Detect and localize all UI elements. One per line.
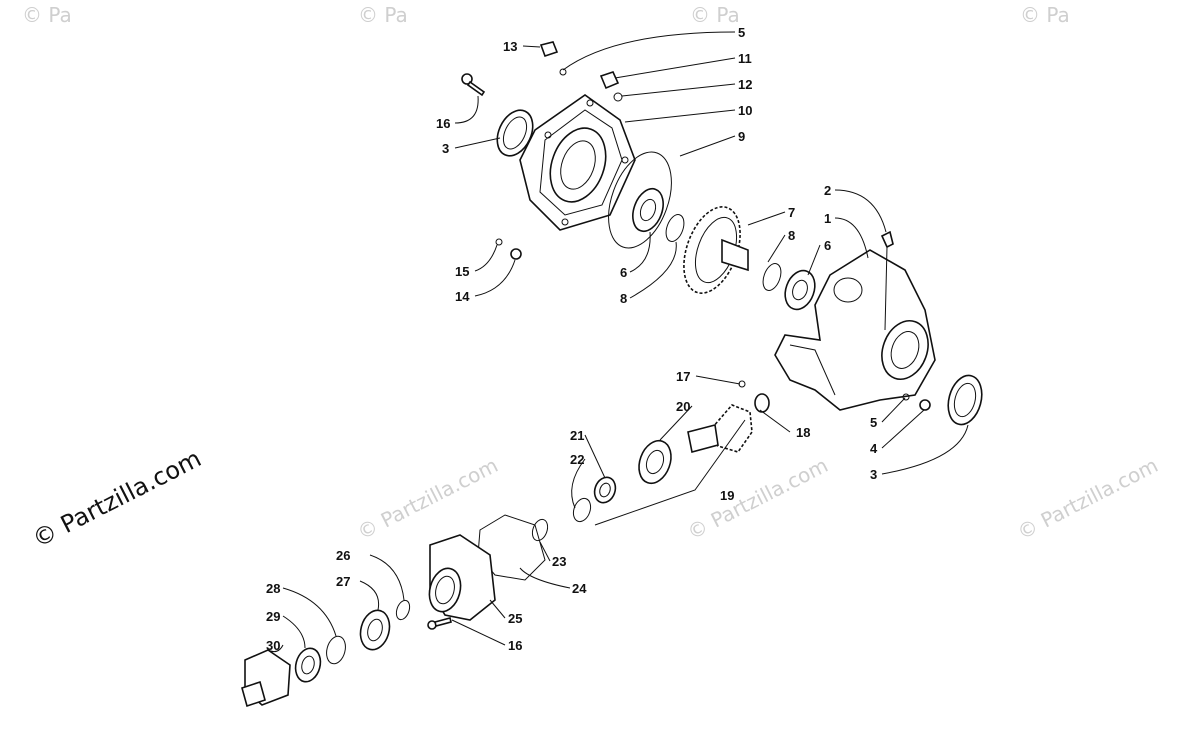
callout-6: 6: [824, 238, 831, 253]
snap-ring-28: [326, 635, 346, 665]
leader-lines: [267, 31, 969, 653]
differential-housing: [774, 249, 936, 411]
callout-12: 12: [738, 77, 752, 92]
callout-28: 28: [266, 581, 280, 596]
callout-11: 11: [738, 51, 752, 66]
callout-13: 13: [503, 39, 517, 54]
oil-seal-29: [294, 647, 322, 683]
callout-17: 17: [676, 369, 690, 384]
bearing-mid: [784, 269, 816, 311]
callout-5: 5: [738, 25, 745, 40]
oil-seal-upper: [496, 109, 534, 157]
callout-19: 19: [720, 488, 734, 503]
input-flange: [241, 649, 291, 708]
callout-5: 5: [870, 415, 877, 430]
watermark-faint: © Partzilla.com: [1013, 453, 1161, 544]
watermark-faint: © Pa: [690, 3, 740, 27]
callout-2: 2: [824, 183, 831, 198]
bearing-pinion: [638, 439, 672, 485]
watermark-faint: © Pa: [358, 3, 408, 27]
ring-gear: [683, 206, 749, 294]
shim-ring-mid: [762, 263, 782, 291]
callout-23: 23: [552, 554, 566, 569]
bolt-lower: [427, 617, 452, 630]
pinion-gear: [687, 404, 753, 453]
bearing-upper: [632, 187, 664, 233]
callout-27: 27: [336, 574, 350, 589]
breather-fitting: [880, 230, 894, 331]
callout-labels: 13 5 11 12 16 10 3 9 2 1 7 8 6 15 6 14 8…: [266, 25, 878, 653]
callout-14: 14: [455, 289, 470, 304]
end-cover: [519, 94, 636, 231]
callout-8: 8: [788, 228, 795, 243]
callout-21: 21: [570, 428, 584, 443]
callout-16: 16: [508, 638, 522, 653]
needle-bearing: [754, 393, 770, 413]
callout-1: 1: [824, 211, 831, 226]
watermark-faint: © Pa: [22, 3, 72, 27]
callout-4: 4: [870, 441, 878, 456]
oil-seal-right: [947, 374, 983, 426]
drain-plug: [539, 41, 567, 76]
washer-bolt-right: [902, 393, 931, 411]
callout-26: 26: [336, 548, 350, 563]
callout-29: 29: [266, 609, 280, 624]
callout-3: 3: [870, 467, 877, 482]
shim-ring-upper: [665, 214, 685, 242]
callout-20: 20: [676, 399, 690, 414]
watermark-faint: © Pa: [1020, 3, 1070, 27]
fill-plug: [599, 71, 623, 102]
callout-25: 25: [508, 611, 522, 626]
watermark-faint: © Partzilla.com: [683, 453, 831, 544]
snap-ring-26: [395, 599, 411, 621]
callout-16: 16: [436, 116, 450, 131]
callout-9: 9: [738, 129, 745, 144]
callout-22: 22: [570, 452, 584, 467]
callout-30: 30: [266, 638, 280, 653]
washer-left: [495, 238, 522, 260]
pinion-housing: [428, 534, 496, 621]
watermark-main: © Partzilla.com: [28, 444, 206, 553]
callout-6: 6: [620, 265, 627, 280]
callout-7: 7: [788, 205, 795, 220]
bearing-27: [359, 609, 391, 651]
bolt-upper: [461, 73, 486, 97]
o-ring-23: [531, 518, 549, 542]
snap-ring-22: [572, 497, 592, 523]
callout-8: 8: [620, 291, 627, 306]
callout-15: 15: [455, 264, 469, 279]
callout-18: 18: [796, 425, 810, 440]
callout-24: 24: [572, 581, 587, 596]
collar-21: [593, 476, 617, 504]
callout-3: 3: [442, 141, 449, 156]
o-ring-large: [608, 151, 672, 249]
callout-10: 10: [738, 103, 752, 118]
